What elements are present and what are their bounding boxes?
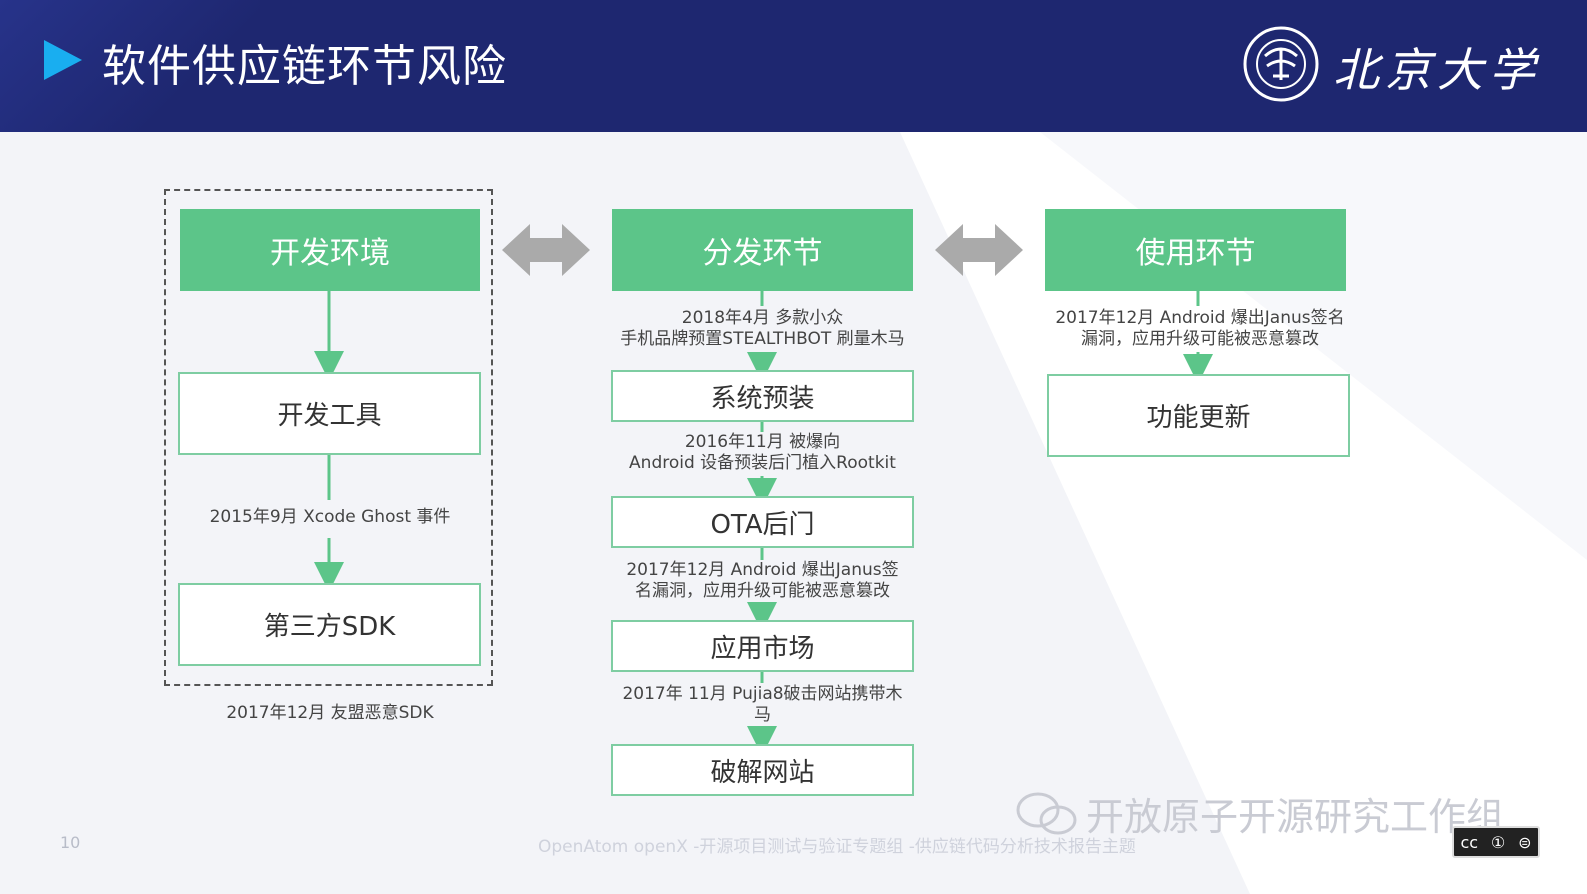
cc-icon: cc	[1460, 832, 1479, 852]
node-third-party-sdk: 第三方SDK	[178, 583, 481, 666]
node-app-market: 应用市场	[611, 620, 914, 672]
note-line: 手机品牌预置STEALTHBOT 刷量木马	[620, 329, 905, 349]
stage-usage: 使用环节	[1045, 209, 1346, 291]
double-arrow-icon	[935, 224, 1023, 276]
note-line: 漏洞，应用升级可能被恶意篡改	[1081, 329, 1319, 349]
pku-seal-icon	[1243, 26, 1319, 102]
note-line: 2017年12月 Android 爆出Janus签名	[1055, 308, 1345, 328]
nc-icon: ⊜	[1518, 832, 1532, 852]
pku-logo-text: 北京大学	[1333, 43, 1541, 97]
node-cracked-sites: 破解网站	[611, 744, 914, 796]
note-janus-use: 2017年12月 Android 爆出Janus签名 漏洞，应用升级可能被恶意篡…	[1040, 308, 1360, 350]
note-line: 2017年12月 Android 爆出Janus签	[626, 560, 899, 580]
note-rootkit: 2016年11月 被爆向 Android 设备预装后门植入Rootkit	[600, 432, 925, 474]
footer-text: OpenAtom openX -开源项目测试与验证专题组 -供应链代码分析技术报…	[538, 837, 1136, 857]
note-line: Android 设备预装后门植入Rootkit	[629, 453, 896, 473]
note-line: 马	[754, 705, 771, 725]
node-ota-backdoor: OTA后门	[611, 496, 914, 548]
watermark-text: 开放原子开源研究工作组	[1086, 795, 1505, 839]
double-arrow-icon	[502, 224, 590, 276]
play-icon	[44, 40, 82, 80]
note-line: 2017年 11月 Pujia8破击网站携带木	[622, 684, 903, 704]
note-xcode-ghost: 2015年9月 Xcode Ghost 事件	[209, 507, 451, 527]
node-system-preinstall: 系统预装	[611, 370, 914, 422]
note-line: 名漏洞，应用升级可能被恶意篡改	[635, 581, 890, 601]
note-stealthbot: 2018年4月 多款小众 手机品牌预置STEALTHBOT 刷量木马	[600, 308, 925, 350]
cc-license-badge: cc ① ⊜	[1452, 826, 1540, 858]
node-dev-tools: 开发工具	[178, 372, 481, 455]
note-line: 2018年4月 多款小众	[681, 308, 844, 328]
header-accent	[0, 0, 260, 132]
stage-distribution: 分发环节	[612, 209, 913, 291]
wechat-icon	[1016, 792, 1077, 835]
note-line: 2016年11月 被爆向	[684, 432, 841, 452]
page-number: 10	[60, 833, 81, 852]
node-feature-update: 功能更新	[1047, 374, 1350, 457]
note-umeng-sdk: 2017年12月 友盟恶意SDK	[226, 703, 434, 723]
by-icon: ①	[1490, 832, 1506, 852]
header-bar: 软件供应链环节风险 北京大学	[0, 0, 1587, 132]
note-janus-dist: 2017年12月 Android 爆出Janus签 名漏洞，应用升级可能被恶意篡…	[600, 560, 925, 602]
page-title: 软件供应链环节风险	[102, 41, 507, 92]
note-pujia8: 2017年 11月 Pujia8破击网站携带木 马	[600, 684, 925, 726]
stage-dev-environment: 开发环境	[180, 209, 480, 291]
dev-environment-group	[164, 189, 493, 686]
